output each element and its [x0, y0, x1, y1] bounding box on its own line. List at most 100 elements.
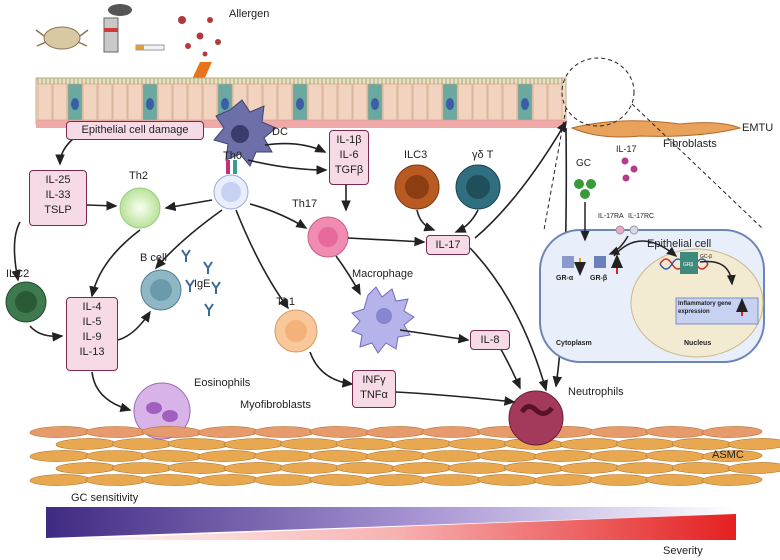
il8-box: IL-8: [470, 330, 510, 350]
muscle-cell: [141, 450, 203, 462]
epithelial-cell: [547, 83, 563, 121]
zoom-circle: [561, 57, 635, 127]
muscle-cell: [391, 462, 453, 474]
muscle-cell: [29, 474, 91, 486]
muscle-cell: [197, 450, 259, 462]
muscle-cell: [309, 450, 371, 462]
tnfa-label: TNFα: [360, 389, 388, 401]
muscle-cell: [29, 450, 91, 462]
asmc-label: ASMC: [712, 449, 744, 461]
muscle-cell: [223, 462, 285, 474]
gr-alpha-label: GR-α: [556, 275, 574, 282]
il17-label: IL-17: [435, 239, 461, 251]
cell-nucleus: [71, 98, 79, 110]
muscle-cell: [477, 474, 539, 486]
severity-bar: [46, 514, 736, 540]
muscle-cell: [671, 462, 733, 474]
epithelial-cell-inset: [539, 157, 765, 363]
th0-cell: [213, 160, 249, 210]
gr-beta-label: GR-β: [590, 275, 608, 282]
muscle-cell: [197, 426, 259, 438]
tslp-label: TSLP: [44, 204, 72, 216]
muscle-cell: [391, 438, 453, 450]
th1-label: Th1: [276, 296, 295, 308]
muscle-cell: [141, 474, 203, 486]
gcb-label: GC-β: [700, 254, 713, 260]
epithelial-cell: [307, 83, 323, 121]
epithelial-cell: [127, 83, 143, 121]
epithelial-cell: [427, 83, 443, 121]
muscle-cell: [645, 450, 707, 462]
muscle-cell: [421, 474, 483, 486]
cell-nucleus: [521, 98, 529, 110]
eosinophil-cell: [133, 382, 191, 440]
epithelial-cell: [472, 83, 488, 121]
epithelial-cells: [37, 78, 563, 121]
muscle-cell: [167, 462, 229, 474]
muscle-cell: [533, 450, 595, 462]
b-cell: [140, 269, 182, 311]
gc-sensitivity-bar: [46, 507, 736, 538]
epithelial-cell: [277, 83, 293, 121]
muscle-cell: [589, 426, 651, 438]
muscle-cell: [365, 450, 427, 462]
epithelial-cell: [157, 83, 173, 121]
epithelial-cell: [202, 83, 218, 121]
il9-label: IL-9: [82, 331, 102, 343]
il13-label: IL-13: [79, 346, 105, 358]
epithelial-cell: [532, 83, 548, 121]
infg-tnfa-box: INFγ TNFα: [352, 370, 396, 408]
neutrophils-label: Neutrophils: [568, 386, 624, 398]
gdt-label: γδ T: [472, 149, 494, 161]
muscle-cell: [503, 462, 565, 474]
epithelial-cell: [322, 83, 338, 121]
il5-label: IL-5: [82, 316, 102, 328]
muscle-cell: [309, 474, 371, 486]
infg-label: INFγ: [362, 374, 386, 386]
th1-cell: [274, 309, 318, 353]
muscle-cell: [421, 426, 483, 438]
muscle-cell: [559, 462, 621, 474]
pollen-icon: [178, 16, 221, 57]
muscle-cell: [111, 462, 173, 474]
allergen-label: Allergen: [229, 8, 270, 20]
cell-nucleus: [446, 98, 454, 110]
dendritic-cell: [213, 99, 277, 167]
ige-antibodies: [181, 249, 221, 316]
cilia: [37, 78, 563, 84]
smooth-muscle-tissue: [29, 426, 780, 486]
muscle-cell: [615, 438, 677, 450]
cell-nucleus: [146, 98, 154, 110]
muscle-cell: [365, 474, 427, 486]
muscle-cell: [701, 474, 763, 486]
epithelial-cell: [82, 83, 98, 121]
muscle-cell: [645, 426, 707, 438]
epithelial-cell: [337, 83, 353, 121]
muscle-cell: [279, 438, 341, 450]
th0-label: Th0: [223, 150, 242, 162]
grb-label: GRβ: [683, 262, 694, 268]
fibroblasts-label: Fibroblasts: [663, 138, 717, 150]
factory-icon: [103, 4, 132, 53]
muscle-cell: [335, 462, 397, 474]
il33-label: IL-33: [45, 189, 71, 201]
cell-nucleus: [221, 98, 229, 110]
il17rc-label: IL-17RC: [628, 213, 655, 220]
muscle-cell: [533, 474, 595, 486]
th2-label: Th2: [129, 170, 148, 182]
epithelial-cell: [457, 83, 473, 121]
muscle-cell: [559, 438, 621, 450]
th17-label: Th17: [292, 198, 318, 210]
il17ra-label: IL-17RA: [598, 213, 624, 220]
inset-title: Epithelial cell: [647, 238, 712, 250]
muscle-cell: [727, 438, 780, 450]
epithelial-cell: [382, 83, 398, 121]
il4-label: IL-4: [82, 301, 102, 313]
epithelial-cell: [262, 83, 278, 121]
epithelial-damage-label: Epithelial cell damage: [81, 124, 189, 136]
fibroblasts-shape: [570, 120, 742, 138]
dc-label: DC: [272, 126, 288, 138]
ilc3-label: ILC3: [404, 149, 428, 161]
macrophage-label: Macrophage: [352, 268, 414, 280]
epithelial-cell: [412, 83, 428, 121]
